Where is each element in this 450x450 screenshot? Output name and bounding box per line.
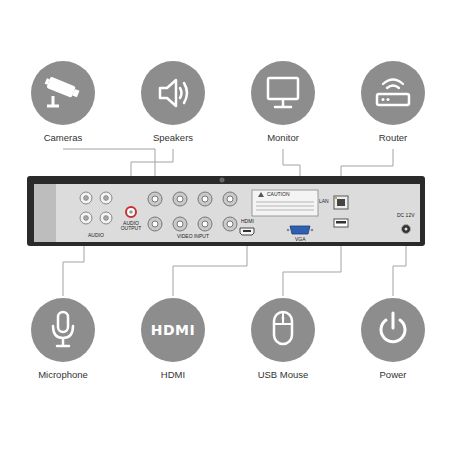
screw bbox=[220, 178, 225, 183]
dvr-back-panel bbox=[27, 176, 425, 246]
port-label: HDMI bbox=[241, 219, 254, 224]
icon-node: Speakers bbox=[123, 60, 223, 144]
circle-area bbox=[13, 60, 113, 126]
icon-node: Router bbox=[343, 60, 443, 144]
circle-area bbox=[13, 297, 113, 363]
icon-label: Speakers bbox=[123, 133, 223, 144]
icon-node: Microphone bbox=[13, 297, 113, 381]
port-label: AUDIO bbox=[88, 233, 104, 238]
logo-text: HDMI bbox=[151, 322, 195, 338]
audio-inputs bbox=[80, 192, 112, 224]
icon-circle bbox=[30, 60, 96, 126]
vga-port bbox=[287, 226, 314, 234]
hdmi-port bbox=[240, 228, 254, 235]
icon-label: Microphone bbox=[13, 370, 113, 381]
port-label: LAN bbox=[319, 199, 329, 204]
icon-circle bbox=[360, 297, 426, 363]
lan-port bbox=[334, 196, 348, 209]
usb-port bbox=[334, 219, 348, 227]
bnc-inputs bbox=[148, 192, 237, 231]
circle-area bbox=[343, 297, 443, 363]
icon-label: Monitor bbox=[233, 133, 333, 144]
icon-label: Cameras bbox=[13, 133, 113, 144]
circle-area bbox=[343, 60, 443, 126]
circle-area: HDMI bbox=[123, 297, 223, 363]
icon-node: Power bbox=[343, 297, 443, 381]
icon-circle bbox=[140, 60, 206, 126]
icon-circle bbox=[250, 60, 316, 126]
icon-circle bbox=[250, 297, 316, 363]
port-label: CAUTION bbox=[267, 192, 290, 197]
circle-area bbox=[233, 297, 333, 363]
rear-plate bbox=[56, 184, 420, 242]
audio-output bbox=[126, 207, 136, 217]
caution-sticker bbox=[252, 190, 318, 216]
icon-label: USB Mouse bbox=[233, 370, 333, 381]
icon-label: Router bbox=[343, 133, 443, 144]
icon-node: Monitor bbox=[233, 60, 333, 144]
icon-label: HDMI bbox=[123, 370, 223, 381]
port-label: DC 12V bbox=[397, 213, 415, 218]
icon-circle bbox=[360, 60, 426, 126]
dvr-housing bbox=[27, 176, 425, 246]
port-label: VIDEO INPUT bbox=[177, 234, 209, 239]
port-label: AUDIO OUTPUT bbox=[120, 221, 142, 232]
icon-label: Power bbox=[343, 370, 443, 381]
icon-node: HDMI HDMI bbox=[123, 297, 223, 381]
icon-node: Cameras bbox=[13, 60, 113, 144]
circle-area bbox=[233, 60, 333, 126]
circle-area bbox=[123, 60, 223, 126]
port-label: VGA bbox=[295, 237, 306, 242]
dc-jack bbox=[402, 225, 411, 234]
side-panel bbox=[34, 184, 56, 242]
icon-node: USB Mouse bbox=[233, 297, 333, 381]
icon-circle bbox=[30, 297, 96, 363]
